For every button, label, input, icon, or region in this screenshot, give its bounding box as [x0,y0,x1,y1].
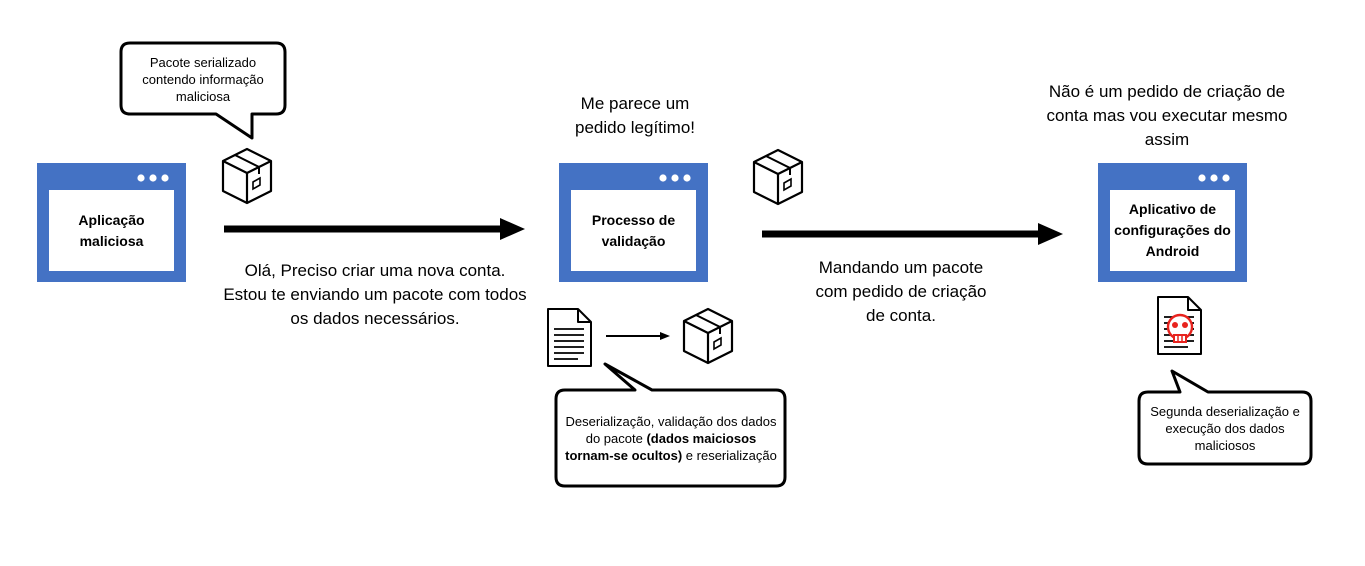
arrow-app-to-validation [224,218,525,240]
window-title-android-settings: Aplicativo de configurações do Android [1114,201,1231,259]
label-legit: Me parece um pedido legítimo! [574,94,696,137]
skull-icon [1166,313,1194,343]
package-icon [682,307,734,365]
label-request: Olá, Preciso criar uma nova conta. Estou… [223,261,527,328]
label-sending: Mandando um pacote com pedido de criação… [815,258,987,325]
window-dots-icon [137,174,169,182]
callout-second-deserialization-text: Segunda deserialização e execução dos da… [1150,403,1300,453]
arrow-document-to-package [606,332,670,340]
label-execute: Não é um pedido de criação de conta mas … [1046,82,1288,149]
callout-deserialization [554,362,787,488]
skull-document-icon [1157,296,1202,355]
callout-serialized-text: Pacote serializado contendo informação m… [142,54,264,104]
android-settings-window [1098,163,1247,282]
validation-process-window [559,163,708,282]
document-icon [547,308,592,367]
arrow-validation-to-android [762,223,1063,245]
window-dots-icon [1198,174,1230,182]
callout-deserialization-part1: Deserialização, validação dos dados do p… [565,413,777,446]
window-title-malicious-app: Aplicação maliciosa [78,211,145,249]
malicious-app-window [37,163,186,282]
package-icon [752,148,804,206]
window-dots-icon [659,174,691,182]
callout-deserialization-text: Deserialização, validação dos dados do p… [560,393,782,483]
window-title-validation: Processo de validação [591,211,676,249]
callout-second-deserialization [1137,369,1313,466]
callout-deserialization-part2: e reserialização [685,447,777,463]
callout-serialized [119,41,287,140]
package-icon [221,147,273,205]
callout-deserialization-bold: (dados maiciosos tornam-se ocultos) [565,430,757,463]
